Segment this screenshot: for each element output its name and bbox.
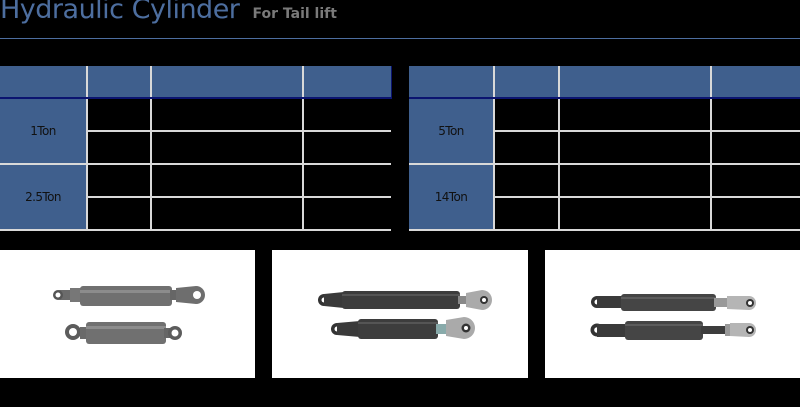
table-row: 2.5Ton [0, 163, 391, 231]
table-row [0, 131, 391, 165]
table-cell [710, 197, 800, 231]
table-cell [710, 164, 800, 198]
table-cell [302, 197, 391, 231]
table-cell [86, 197, 151, 231]
title-bar: Hydraulic Cylinder For Tail lift [0, 0, 337, 34]
table-cell [86, 131, 151, 165]
table-cell [150, 164, 303, 198]
table-cell [150, 131, 303, 165]
table-cell [558, 164, 711, 198]
table-cell [86, 98, 151, 132]
table-cell [150, 197, 303, 231]
table-cell [493, 164, 559, 198]
table-cell [302, 164, 391, 198]
table-cell [493, 131, 559, 165]
table-row: 5Ton [409, 97, 800, 165]
header-cell [150, 66, 304, 99]
table-cell [493, 98, 559, 132]
header-cell [409, 66, 495, 99]
table-cell [558, 131, 711, 165]
hydraulic-cylinder-icon [53, 286, 205, 344]
table-header-row [0, 66, 392, 99]
table-cell [302, 98, 391, 132]
table-row: 1Ton [0, 97, 391, 165]
table-cell [558, 197, 711, 231]
capacity-cell: 5Ton [409, 97, 495, 165]
header-cell [0, 66, 88, 99]
header-cell [86, 66, 152, 99]
table-cell [302, 131, 391, 165]
title-divider [0, 38, 800, 39]
header-cell [493, 66, 560, 99]
table-cell [150, 98, 303, 132]
product-photo-2 [272, 250, 528, 378]
header-cell [302, 66, 392, 99]
table-cell [493, 197, 559, 231]
table-cell [86, 164, 151, 198]
table-cell [558, 98, 711, 132]
product-photo-3 [545, 250, 800, 378]
spec-table-left: 1Ton 2.5Ton [0, 66, 392, 231]
table-row [409, 131, 800, 165]
page-title: Hydraulic Cylinder [0, 0, 240, 25]
hydraulic-cylinder-icon [318, 290, 492, 339]
table-cell [710, 98, 800, 132]
table-cell [710, 131, 800, 165]
table-row [0, 197, 391, 231]
capacity-cell: 14Ton [409, 163, 495, 231]
page-subtitle: For Tail lift [252, 6, 337, 22]
table-row [409, 197, 800, 231]
product-photo-1 [0, 250, 255, 378]
header-cell [710, 66, 800, 99]
table-row: 14Ton [409, 163, 800, 231]
hydraulic-cylinder-icon [590, 294, 756, 340]
capacity-cell: 2.5Ton [0, 163, 88, 231]
table-header-row [409, 66, 800, 99]
spec-table-right: 5Ton 14Ton [409, 66, 800, 231]
header-cell [558, 66, 712, 99]
capacity-cell: 1Ton [0, 97, 88, 165]
